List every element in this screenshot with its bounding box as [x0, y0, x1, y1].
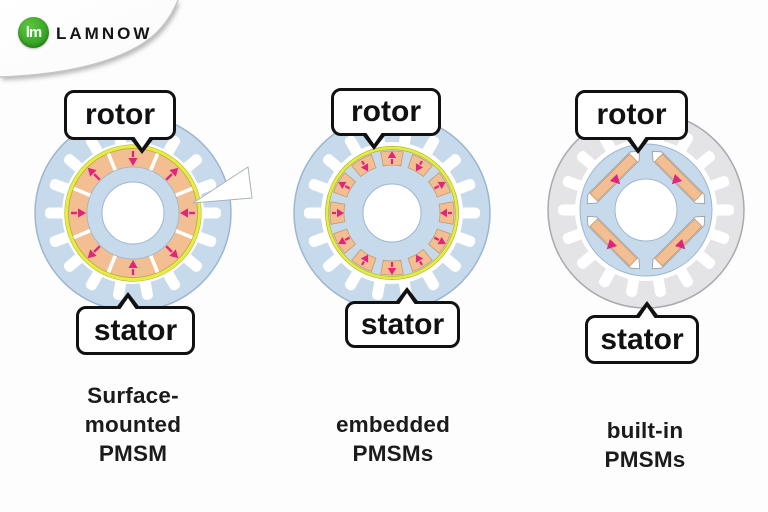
caption-embedded-pmsms: embedded PMSMs [283, 410, 503, 468]
motor-diagram-embedded [293, 114, 491, 312]
embedded-magnet [351, 248, 377, 272]
stator-callout-surface: stator [76, 292, 195, 355]
caption-line: PMSMs [352, 441, 434, 466]
rotor-surface-magnets [64, 144, 202, 282]
stator-label: stator [93, 313, 178, 347]
embedded-magnet [351, 154, 377, 178]
magnetization-arrow [87, 167, 101, 181]
embedded-magnet [407, 154, 433, 178]
magnetization-arrow [674, 238, 686, 250]
rotor-callout-surface: rotor [64, 90, 176, 154]
magnetization-arrow [338, 181, 351, 190]
rotor-label: rotor [85, 98, 155, 131]
magnetization-arrow [671, 173, 683, 185]
embedded-magnet [380, 259, 404, 276]
embedded-magnet [407, 248, 433, 272]
interior-magnet-bar [651, 150, 706, 205]
stator-label: stator [600, 322, 684, 356]
rotor-callout-built-in: rotor [575, 90, 688, 154]
stator-label: stator [360, 307, 445, 341]
magnetization-arrow [387, 151, 397, 164]
magnetization-arrow [87, 245, 101, 259]
rotor-interior-magnets [579, 143, 713, 277]
magnetization-arrow [609, 173, 621, 185]
magnetization-arrow [180, 208, 195, 218]
magnetization-arrow [606, 238, 618, 250]
interior-magnet-bar [586, 150, 641, 205]
rotor-label: rotor [596, 98, 667, 131]
magnetization-arrow [128, 260, 138, 275]
caption-line: mounted [84, 412, 182, 437]
caption-line: PMSM [98, 441, 168, 466]
magnetization-arrow [338, 236, 351, 245]
magnetization-arrow [433, 181, 446, 190]
interior-magnet-bar [586, 215, 641, 270]
caption-line: Surface- [87, 383, 179, 408]
brand-logo-icon: lm [18, 17, 49, 48]
magnetization-arrow [165, 167, 179, 181]
magnetization-arrow [415, 254, 424, 266]
magnetization-arrow [71, 208, 86, 218]
rotor-callout-embedded: rotor [331, 88, 441, 150]
brand-lockup: lm LAMNOW [18, 17, 152, 48]
caption-surface-mounted-pmsm: Surface- mounted PMSM [23, 381, 243, 468]
interior-magnet-bar [651, 215, 706, 270]
rotor-embedded-magnets [325, 146, 459, 280]
magnetization-arrow [440, 208, 452, 218]
caption-built-in-pmsms: built-in PMSMs [535, 416, 755, 474]
magnetization-arrow [332, 208, 344, 218]
embedded-magnet [380, 150, 404, 167]
magnetization-arrow [360, 254, 369, 266]
magnetization-arrow [433, 236, 446, 245]
magnetization-arrow [360, 160, 369, 172]
magnetization-arrow [165, 245, 179, 259]
plaque-swoosh-shape [0, 0, 179, 78]
caption-line: built-in [606, 418, 684, 443]
magnet-pointer-wedge [192, 166, 253, 204]
rotor-label: rotor [351, 95, 421, 128]
stator-callout-embedded: stator [345, 287, 460, 348]
caption-line: embedded [335, 412, 451, 437]
magnetization-arrow [415, 160, 424, 172]
brand-monogram: lm [25, 24, 42, 41]
caption-line: PMSMs [604, 447, 686, 472]
magnetization-arrow [387, 262, 397, 275]
brand-name: LAMNOW [56, 23, 153, 43]
stator-callout-built-in: stator [585, 301, 699, 364]
brand-plaque: lm LAMNOW [0, 0, 210, 95]
